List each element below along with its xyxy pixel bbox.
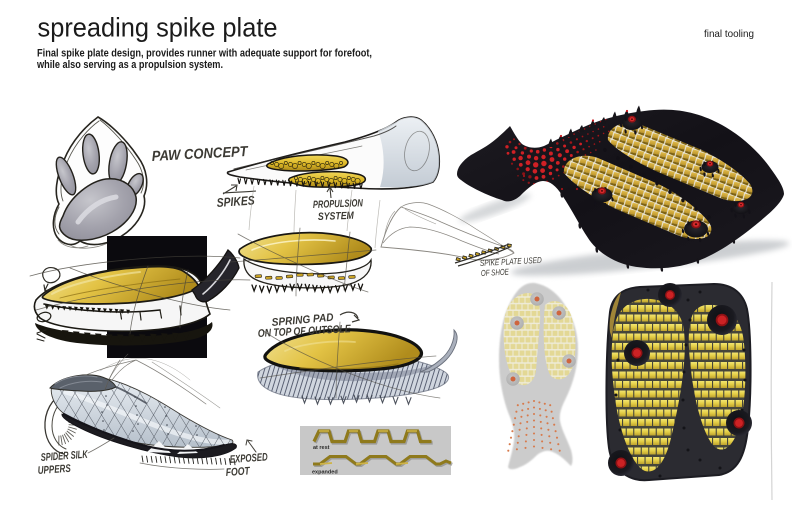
- svg-text:FOOT: FOOT: [225, 465, 251, 479]
- svg-text:SPIDER SILK: SPIDER SILK: [40, 449, 88, 464]
- svg-text:spreading spike plate: spreading spike plate: [38, 13, 278, 43]
- svg-text:OF SHOE: OF SHOE: [481, 267, 510, 278]
- svg-text:at rest: at rest: [313, 445, 330, 451]
- svg-text:ON TOP OF OUTSOLE: ON TOP OF OUTSOLE: [258, 323, 352, 340]
- svg-text:while also serving as a propul: while also serving as a propulsion syste…: [36, 59, 223, 71]
- svg-text:EXPOSED: EXPOSED: [229, 451, 268, 466]
- svg-text:SPIKES: SPIKES: [216, 193, 255, 210]
- svg-text:PROPULSION: PROPULSION: [313, 197, 364, 211]
- svg-text:Final spike plate design, prov: Final spike plate design, provides runne…: [37, 47, 372, 59]
- svg-text:UPPERS: UPPERS: [37, 463, 71, 477]
- svg-text:expanded: expanded: [312, 470, 338, 476]
- svg-text:final tooling: final tooling: [704, 28, 754, 40]
- svg-text:SPRING PAD: SPRING PAD: [271, 312, 334, 329]
- svg-text:PAW CONCEPT: PAW CONCEPT: [151, 144, 249, 165]
- svg-text:SPIKE PLATE USED: SPIKE PLATE USED: [480, 255, 542, 268]
- svg-text:SYSTEM: SYSTEM: [318, 210, 355, 223]
